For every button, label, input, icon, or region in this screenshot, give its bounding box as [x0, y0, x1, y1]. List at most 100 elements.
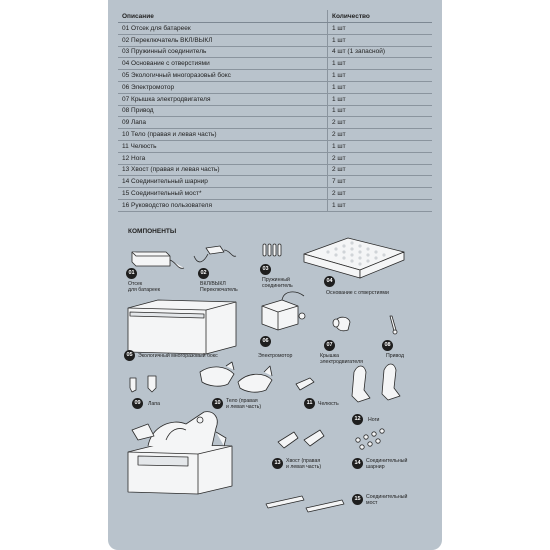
component-number-badge: 07 [324, 340, 335, 351]
component-number-badge: 15 [352, 494, 363, 505]
row-description: 09 Лапа [118, 116, 328, 130]
row-quantity: 4 шт (1 запасной) [327, 46, 432, 59]
row-description: 03 Пружинный соединитель [118, 46, 328, 59]
switch-drawing [193, 245, 237, 263]
tail-drawing [277, 429, 325, 449]
row-quantity: 2 шт [327, 116, 432, 130]
spring-connectors-drawing [262, 243, 282, 257]
component-number-badge: 10 [212, 398, 223, 409]
row-quantity: 1 шт [327, 140, 432, 153]
component-number-badge: 05 [124, 350, 135, 361]
motor-cover-drawing [332, 316, 351, 332]
row-description: 12 Нога [118, 152, 328, 165]
row-description: 11 Челюсть [118, 140, 328, 153]
component-caption: Крышка электродвигателя [320, 353, 363, 365]
row-description: 05 Экологичный многоразовый бокс [118, 69, 328, 82]
component-caption: Лапа [148, 401, 160, 407]
table-row: 15 Соединительный мост*2 шт [118, 187, 432, 200]
row-quantity: 1 шт [327, 69, 432, 82]
row-description: 07 Крышка электродвигателя [118, 93, 328, 106]
component-caption: Хвост (правая и левая часть) [286, 458, 322, 470]
row-description: 04 Основание с отверстиями [118, 57, 328, 71]
row-description: 01 Отсек для батареек [118, 22, 328, 35]
instruction-sheet: Описание Количество 01 Отсек для батарее… [108, 0, 442, 550]
component-number-badge: 11 [304, 398, 315, 409]
connecting-hinges-drawing [355, 428, 385, 450]
component-number-badge: 08 [382, 340, 393, 351]
component-caption: ВКЛ/ВЫКЛ Переключатель [200, 281, 238, 293]
row-description: 15 Соединительный мост* [118, 187, 328, 200]
row-description: 13 Хвост (правая и левая часть) [118, 164, 328, 177]
component-caption: Челюсть [318, 401, 339, 407]
row-quantity: 2 шт [327, 187, 432, 200]
component-caption: Пружинный соединитель [262, 277, 293, 289]
body-halves-drawing [199, 361, 273, 393]
component-number-badge: 01 [126, 268, 137, 279]
component-caption: Электромотор [258, 353, 293, 359]
components-title: КОМПОНЕНТЫ [128, 228, 177, 235]
table-row: 10 Тело (правая и левая часть)2 шт [118, 128, 432, 141]
row-quantity: 2 шт [327, 128, 432, 141]
row-quantity: 1 шт [327, 105, 432, 118]
row-quantity: 2 шт [327, 152, 432, 165]
component-number-badge: 06 [260, 336, 271, 347]
component-caption: Соединительный мост [366, 494, 408, 506]
component-number-badge: 04 [324, 276, 335, 287]
row-description: 16 Руководство пользователя [118, 199, 328, 212]
component-number-badge: 09 [132, 398, 143, 409]
component-number-badge: 14 [352, 458, 363, 469]
storage-box-drawing [127, 299, 237, 355]
table-row: 13 Хвост (правая и левая часть)2 шт [118, 164, 432, 177]
component-caption: Привод [386, 353, 405, 359]
row-description: 06 Электромотор [118, 81, 328, 94]
row-quantity: 1 шт [327, 81, 432, 94]
row-description: 14 Соединительный шарнир [118, 175, 328, 189]
jaw-drawing [295, 377, 315, 391]
component-caption: Тело (правая и левая часть) [226, 398, 262, 410]
paws-drawing [129, 375, 157, 393]
component-number-badge: 12 [352, 414, 363, 425]
row-description: 08 Привод [118, 105, 328, 118]
row-description: 10 Тело (правая и левая часть) [118, 128, 328, 141]
component-caption: Соединительный шарнир [366, 458, 408, 470]
component-number-badge: 02 [198, 268, 209, 279]
motor-drawing [261, 291, 306, 331]
component-number-badge: 03 [260, 264, 271, 275]
row-quantity: 1 шт [327, 199, 432, 212]
header-description: Описание [118, 10, 328, 23]
component-caption: Основание с отверстиями [326, 290, 389, 296]
component-caption: Экологичный многоразовый бокс [138, 353, 218, 359]
battery-pack-drawing [131, 251, 185, 269]
row-quantity: 1 шт [327, 34, 432, 47]
row-quantity: 7 шт [327, 175, 432, 189]
row-quantity: 1 шт [327, 93, 432, 106]
row-description: 02 Переключатель ВКЛ/ВЫКЛ [118, 34, 328, 47]
row-quantity: 1 шт [327, 57, 432, 71]
drive-drawing [389, 315, 398, 335]
component-caption: Отсек для батареек [128, 281, 161, 293]
parts-table-header: Описание Количество [118, 10, 432, 23]
parts-table: Описание Количество 01 Отсек для батарее… [118, 10, 432, 212]
header-quantity: Количество [327, 10, 432, 23]
component-number-badge: 13 [272, 458, 283, 469]
assembled-model-drawing [127, 411, 233, 495]
row-quantity: 1 шт [327, 22, 432, 35]
connecting-bridges-drawing [265, 495, 345, 513]
row-quantity: 2 шт [327, 164, 432, 177]
component-caption: Ноги [368, 417, 380, 423]
components-illustration [127, 237, 405, 513]
base-with-holes-drawing [303, 237, 405, 279]
